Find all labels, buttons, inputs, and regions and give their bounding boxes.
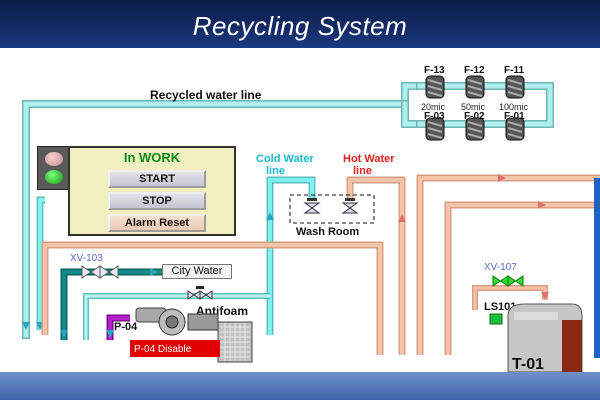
filter-mesh-label: 100mic (499, 102, 529, 112)
tank-t01 (507, 303, 583, 372)
xv107-label: XV-107 (484, 262, 517, 273)
filter-f13 (425, 75, 445, 141)
filter-label-top: F-11 (504, 65, 524, 76)
filter-label-bottom: F-03 (424, 111, 445, 122)
filter-mesh-label: 50mic (461, 102, 486, 112)
status-light (37, 146, 71, 190)
xv103-valve[interactable] (81, 265, 119, 279)
filter-label-top: F-12 (464, 65, 485, 76)
filter-f11 (505, 75, 525, 141)
filter-label-top: F-13 (424, 65, 445, 76)
filter-bank (425, 75, 525, 141)
wash-room-cold-valve[interactable] (303, 198, 321, 214)
xv107-valve[interactable] (492, 275, 524, 287)
stop-indicator-lamp (45, 152, 63, 166)
header-bar: Recycling System (0, 0, 600, 48)
status-text: In WORK (123, 150, 181, 165)
filter-f12 (465, 75, 485, 141)
stop-button[interactable]: STOP (108, 192, 206, 210)
flow-arrow (538, 201, 546, 209)
flow-arrow (150, 268, 158, 276)
filter-label-bottom: F-01 (504, 111, 525, 122)
flow-arrow (60, 330, 68, 338)
pipe-label-line: line (266, 165, 285, 177)
filter-mesh-label: 20mic (421, 102, 446, 112)
flow-arrow (106, 330, 114, 338)
start-button[interactable]: START (108, 170, 206, 188)
wash-room-label: Wash Room (296, 226, 359, 238)
control-panel: In WORK START STOP Alarm Reset (68, 146, 236, 236)
alarm-reset-button[interactable]: Alarm Reset (108, 214, 206, 232)
filter-label-bottom: F-02 (464, 111, 485, 122)
wash-room-box (289, 194, 375, 224)
level-switch-label: LS101 (484, 301, 516, 313)
page-title: Recycling System (192, 11, 408, 41)
city-water-source: City Water (162, 264, 232, 279)
pipe-label-line: line (353, 165, 372, 177)
city-water-pipe (60, 268, 162, 340)
recycled-water-pipe (22, 82, 554, 339)
flow-arrow (498, 174, 506, 182)
flow-arrow (398, 214, 406, 222)
pipe-label-line: Cold Water (256, 153, 314, 165)
footer-bar (0, 372, 600, 400)
wash-room-hot-valve[interactable] (341, 198, 359, 214)
flow-arrow (541, 292, 549, 300)
pipe-label-line: Hot Water (343, 153, 395, 165)
flow-arrow (266, 212, 274, 220)
xv103-label: XV-103 (70, 253, 103, 264)
flow-arrow (22, 322, 30, 330)
antifoam-valve[interactable] (187, 286, 213, 300)
tank-label: T-01 (512, 356, 544, 372)
pump-id-label: P-04 (114, 321, 138, 333)
pump-disable-button[interactable]: P-04 Disable (130, 340, 220, 357)
edge-strip (594, 178, 600, 358)
recycled-water-line-label: Recycled water line (150, 88, 262, 102)
level-switch-indicator (489, 313, 503, 325)
process-diagram: F-13 F-12 F-11 20mic 50mic 100mic F-03 F… (22, 65, 600, 372)
hot-water-pipe (41, 174, 600, 355)
cold-water-pipe (36, 176, 316, 335)
run-indicator-lamp (45, 170, 63, 184)
